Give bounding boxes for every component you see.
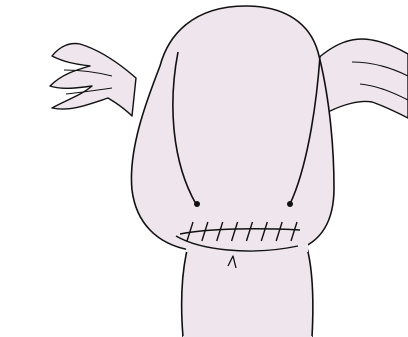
left-fallopian-tube <box>50 44 136 117</box>
cervix <box>182 244 313 337</box>
uterine-body <box>131 6 334 250</box>
left-incision-endpoint <box>194 201 200 207</box>
right-fallopian-tube <box>316 39 408 118</box>
right-incision-endpoint <box>287 201 293 207</box>
